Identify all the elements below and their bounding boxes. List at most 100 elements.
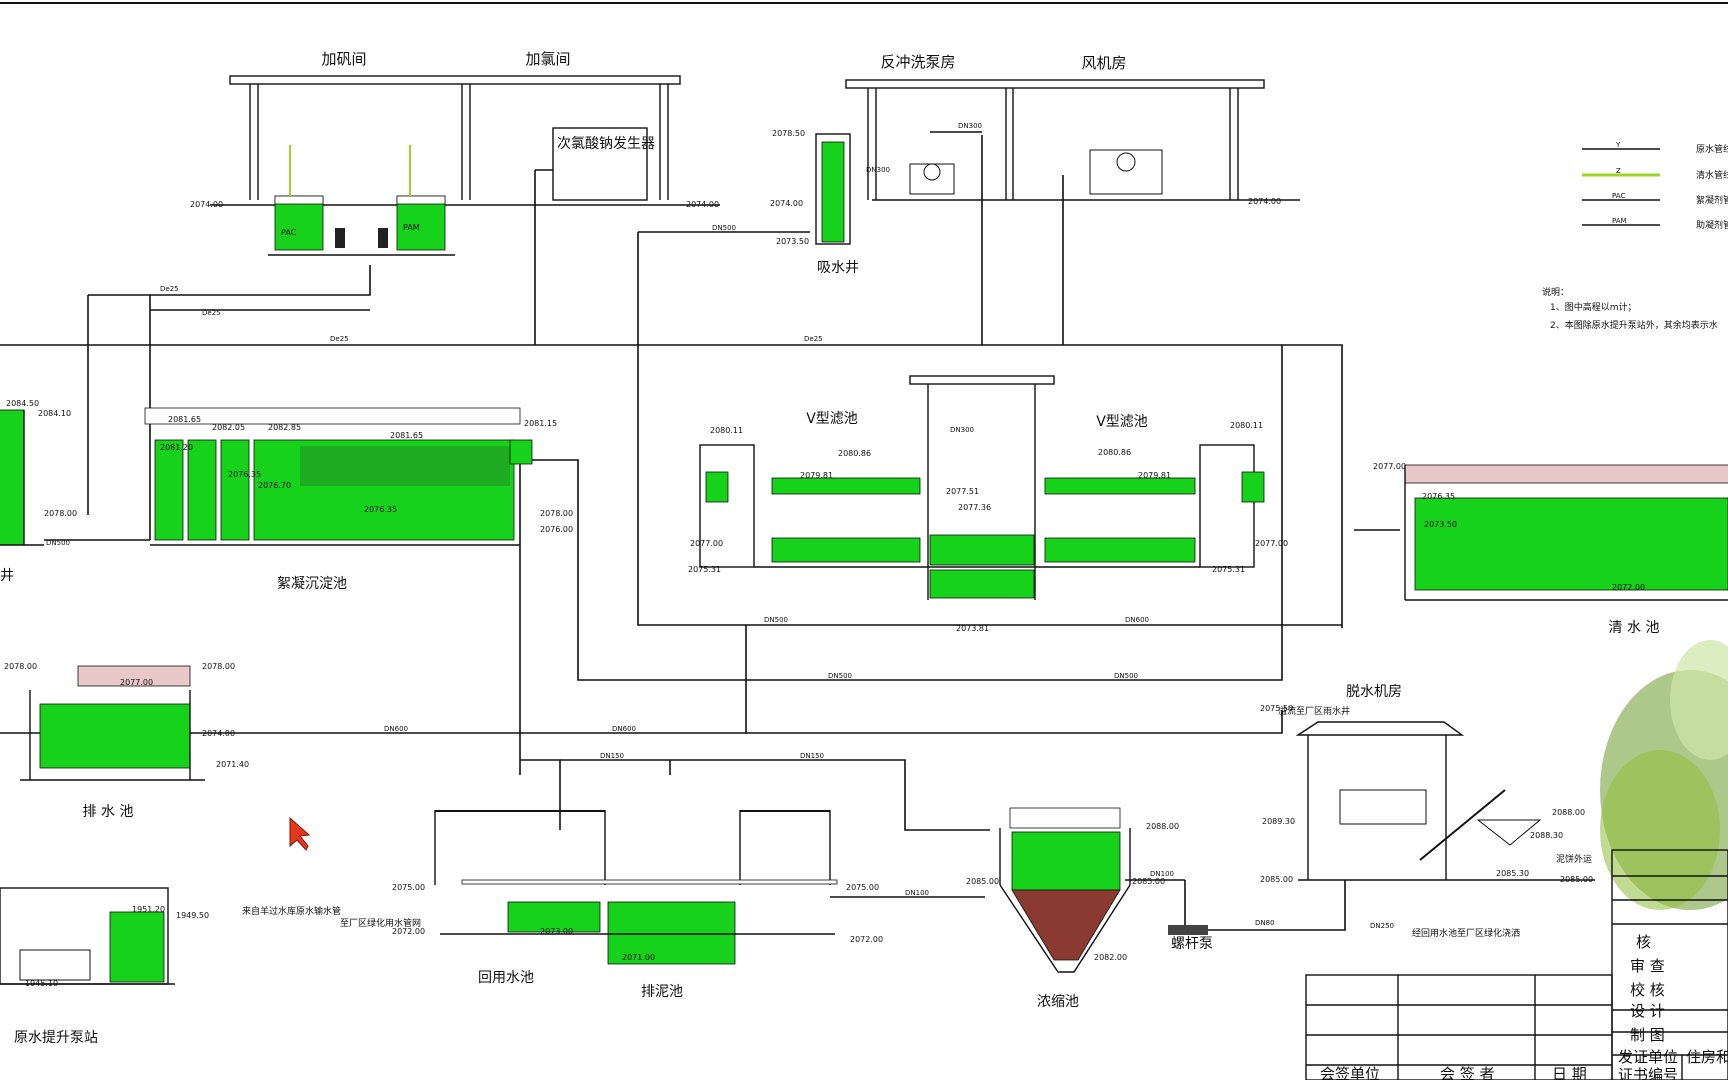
- svg-text:溢流至厂区雨水井: 溢流至厂区雨水井: [1278, 705, 1350, 717]
- thickener-label: 浓缩池: [1037, 994, 1079, 1010]
- pac-label: PAC: [281, 228, 297, 237]
- svg-text:审 查: 审 查: [1630, 957, 1665, 975]
- svg-text:井: 井: [0, 568, 14, 584]
- raw-pump-station-label: 原水提升泵站: [14, 1030, 98, 1046]
- svg-text:2085.00: 2085.00: [1132, 877, 1165, 886]
- pipe-legend: Y Z PAC PAM 原水管线 清水管线 絮凝剂管 助凝剂管: [1582, 141, 1728, 231]
- svg-text:2078.00: 2078.00: [540, 509, 573, 518]
- svg-text:发证单位: 发证单位: [1618, 1048, 1678, 1066]
- svg-text:2089.30: 2089.30: [1262, 817, 1295, 826]
- svg-text:De25: De25: [330, 335, 349, 343]
- svg-text:2072.00: 2072.00: [392, 927, 425, 936]
- svg-text:会签单位: 会签单位: [1320, 1065, 1380, 1080]
- svg-text:DN600: DN600: [1125, 616, 1149, 624]
- svg-text:2075.00: 2075.00: [392, 883, 425, 892]
- svg-text:2085.00: 2085.00: [966, 877, 999, 886]
- svg-text:2075.31: 2075.31: [688, 565, 721, 574]
- svg-text:2074.00: 2074.00: [1248, 197, 1281, 206]
- svg-text:DN500: DN500: [46, 539, 70, 547]
- svg-text:DN300: DN300: [866, 166, 890, 174]
- svg-text:DN150: DN150: [800, 752, 824, 760]
- svg-text:2081.15: 2081.15: [524, 419, 557, 428]
- v-filter-left-label: V型滤池: [806, 411, 858, 427]
- reuse-and-sludge-tanks: 回用水池 排泥池 2075.00 2072.00 2073.00 2071.00…: [392, 810, 883, 1000]
- svg-text:DN600: DN600: [384, 725, 408, 733]
- svg-text:2082.85: 2082.85: [268, 423, 301, 432]
- svg-text:2084.50: 2084.50: [6, 399, 39, 408]
- v-filter-right-label: V型滤池: [1096, 414, 1148, 430]
- svg-text:2074.00: 2074.00: [686, 200, 719, 209]
- dewatering-room-label: 脱水机房: [1346, 684, 1402, 700]
- v-type-filters: V型滤池 V型滤池 2080.11 2080.86 2079.81 2077.0…: [688, 375, 1288, 633]
- svg-text:2074.00: 2074.00: [770, 199, 803, 208]
- blower-room-label: 风机房: [1081, 54, 1126, 72]
- svg-text:2082.00: 2082.00: [1094, 953, 1127, 962]
- svg-text:2077.36: 2077.36: [958, 503, 991, 512]
- sludge-tank-label: 排泥池: [641, 984, 683, 1000]
- pipe-network: De25 De25 De25 De25 DN500 DN500 DN500 DN…: [0, 122, 1400, 931]
- raw-water-well: 2084.50 2084.10 2078.00 井: [0, 399, 77, 584]
- svg-text:设 计: 设 计: [1630, 1002, 1665, 1020]
- svg-text:DN250: DN250: [1370, 922, 1394, 930]
- svg-text:DN500: DN500: [712, 224, 736, 232]
- alum-room-label: 加矾间: [321, 50, 366, 68]
- svg-text:DN100: DN100: [1150, 870, 1174, 878]
- backwash-pump-room-label: 反冲洗泵房: [880, 53, 955, 71]
- svg-text:2078.00: 2078.00: [202, 662, 235, 671]
- svg-text:DN600: DN600: [612, 725, 636, 733]
- svg-text:2077.00: 2077.00: [1255, 539, 1288, 548]
- svg-text:泥饼外运: 泥饼外运: [1556, 853, 1592, 865]
- backwash-blower-building: 反冲洗泵房 风机房 2074.00: [845, 53, 1300, 206]
- svg-text:2080.86: 2080.86: [838, 449, 871, 458]
- svg-text:Y: Y: [1615, 141, 1621, 149]
- svg-text:核: 核: [1636, 933, 1651, 951]
- svg-text:会 签 者: 会 签 者: [1440, 1065, 1495, 1080]
- screw-pump: [1168, 925, 1208, 935]
- svg-text:2088.00: 2088.00: [1146, 822, 1179, 831]
- svg-text:至厂区绿化用水管网: 至厂区绿化用水管网: [340, 917, 421, 929]
- svg-text:DN80: DN80: [1255, 919, 1275, 927]
- reuse-tank-label: 回用水池: [478, 970, 534, 986]
- svg-text:2077.00: 2077.00: [690, 539, 723, 548]
- svg-text:2075.50: 2075.50: [1260, 704, 1293, 713]
- svg-text:De25: De25: [160, 285, 179, 293]
- drain-tank: 排 水 池 2078.00 2078.00 2077.00 2074.00 20…: [4, 662, 249, 820]
- svg-text:2088.30: 2088.30: [1530, 831, 1563, 840]
- svg-text:住房和: 住房和: [1686, 1048, 1728, 1066]
- raw-water-pump-station: 原水提升泵站 1951.20 1949.50 1945.10 来自羊过水库原水输…: [0, 887, 421, 1046]
- svg-text:2072.00: 2072.00: [1612, 583, 1645, 592]
- svg-text:1、图中高程以m计；: 1、图中高程以m计；: [1550, 301, 1637, 313]
- svg-text:2085.00: 2085.00: [1560, 875, 1593, 884]
- plant-decoration: [1600, 640, 1728, 910]
- svg-text:2077.00: 2077.00: [120, 678, 153, 687]
- svg-text:DN150: DN150: [600, 752, 624, 760]
- svg-text:说明：: 说明：: [1542, 286, 1569, 298]
- svg-text:2078.50: 2078.50: [772, 129, 805, 138]
- svg-text:日 期: 日 期: [1552, 1065, 1587, 1080]
- suction-well: 吸水井 2078.50 2074.00 2073.50: [770, 129, 859, 276]
- svg-text:2088.00: 2088.00: [1552, 808, 1585, 817]
- svg-text:DN300: DN300: [958, 122, 982, 130]
- svg-text:2072.00: 2072.00: [850, 935, 883, 944]
- svg-text:De25: De25: [804, 335, 823, 343]
- chemical-building: 加矾间 加氯间 次氯酸钠发生器 PAC PAM 2074.00 2074.00: [190, 50, 720, 256]
- svg-text:2073.00: 2073.00: [540, 927, 573, 936]
- svg-text:制 图: 制 图: [1630, 1026, 1665, 1044]
- svg-text:2082.05: 2082.05: [212, 423, 245, 432]
- suction-well-label: 吸水井: [817, 260, 859, 276]
- svg-text:校 核: 校 核: [1630, 981, 1665, 999]
- svg-text:DN500: DN500: [764, 616, 788, 624]
- svg-text:2075.00: 2075.00: [846, 883, 879, 892]
- svg-text:2081.65: 2081.65: [168, 415, 201, 424]
- clear-water-tank-label: 清 水 池: [1609, 620, 1660, 636]
- svg-text:经回用水池至厂区绿化浇洒: 经回用水池至厂区绿化浇洒: [1412, 927, 1520, 939]
- svg-text:DN300: DN300: [950, 426, 974, 434]
- pam-label: PAM: [403, 223, 420, 232]
- svg-text:2085.30: 2085.30: [1496, 869, 1529, 878]
- thickener: 浓缩池 2088.00 2085.00 2085.00 2082.00 螺杆泵: [966, 807, 1213, 1010]
- svg-text:2085.00: 2085.00: [1260, 875, 1293, 884]
- svg-text:2076.35: 2076.35: [1422, 492, 1455, 501]
- svg-text:2078.00: 2078.00: [44, 509, 77, 518]
- svg-text:DN100: DN100: [905, 889, 929, 897]
- svg-text:2071.00: 2071.00: [622, 953, 655, 962]
